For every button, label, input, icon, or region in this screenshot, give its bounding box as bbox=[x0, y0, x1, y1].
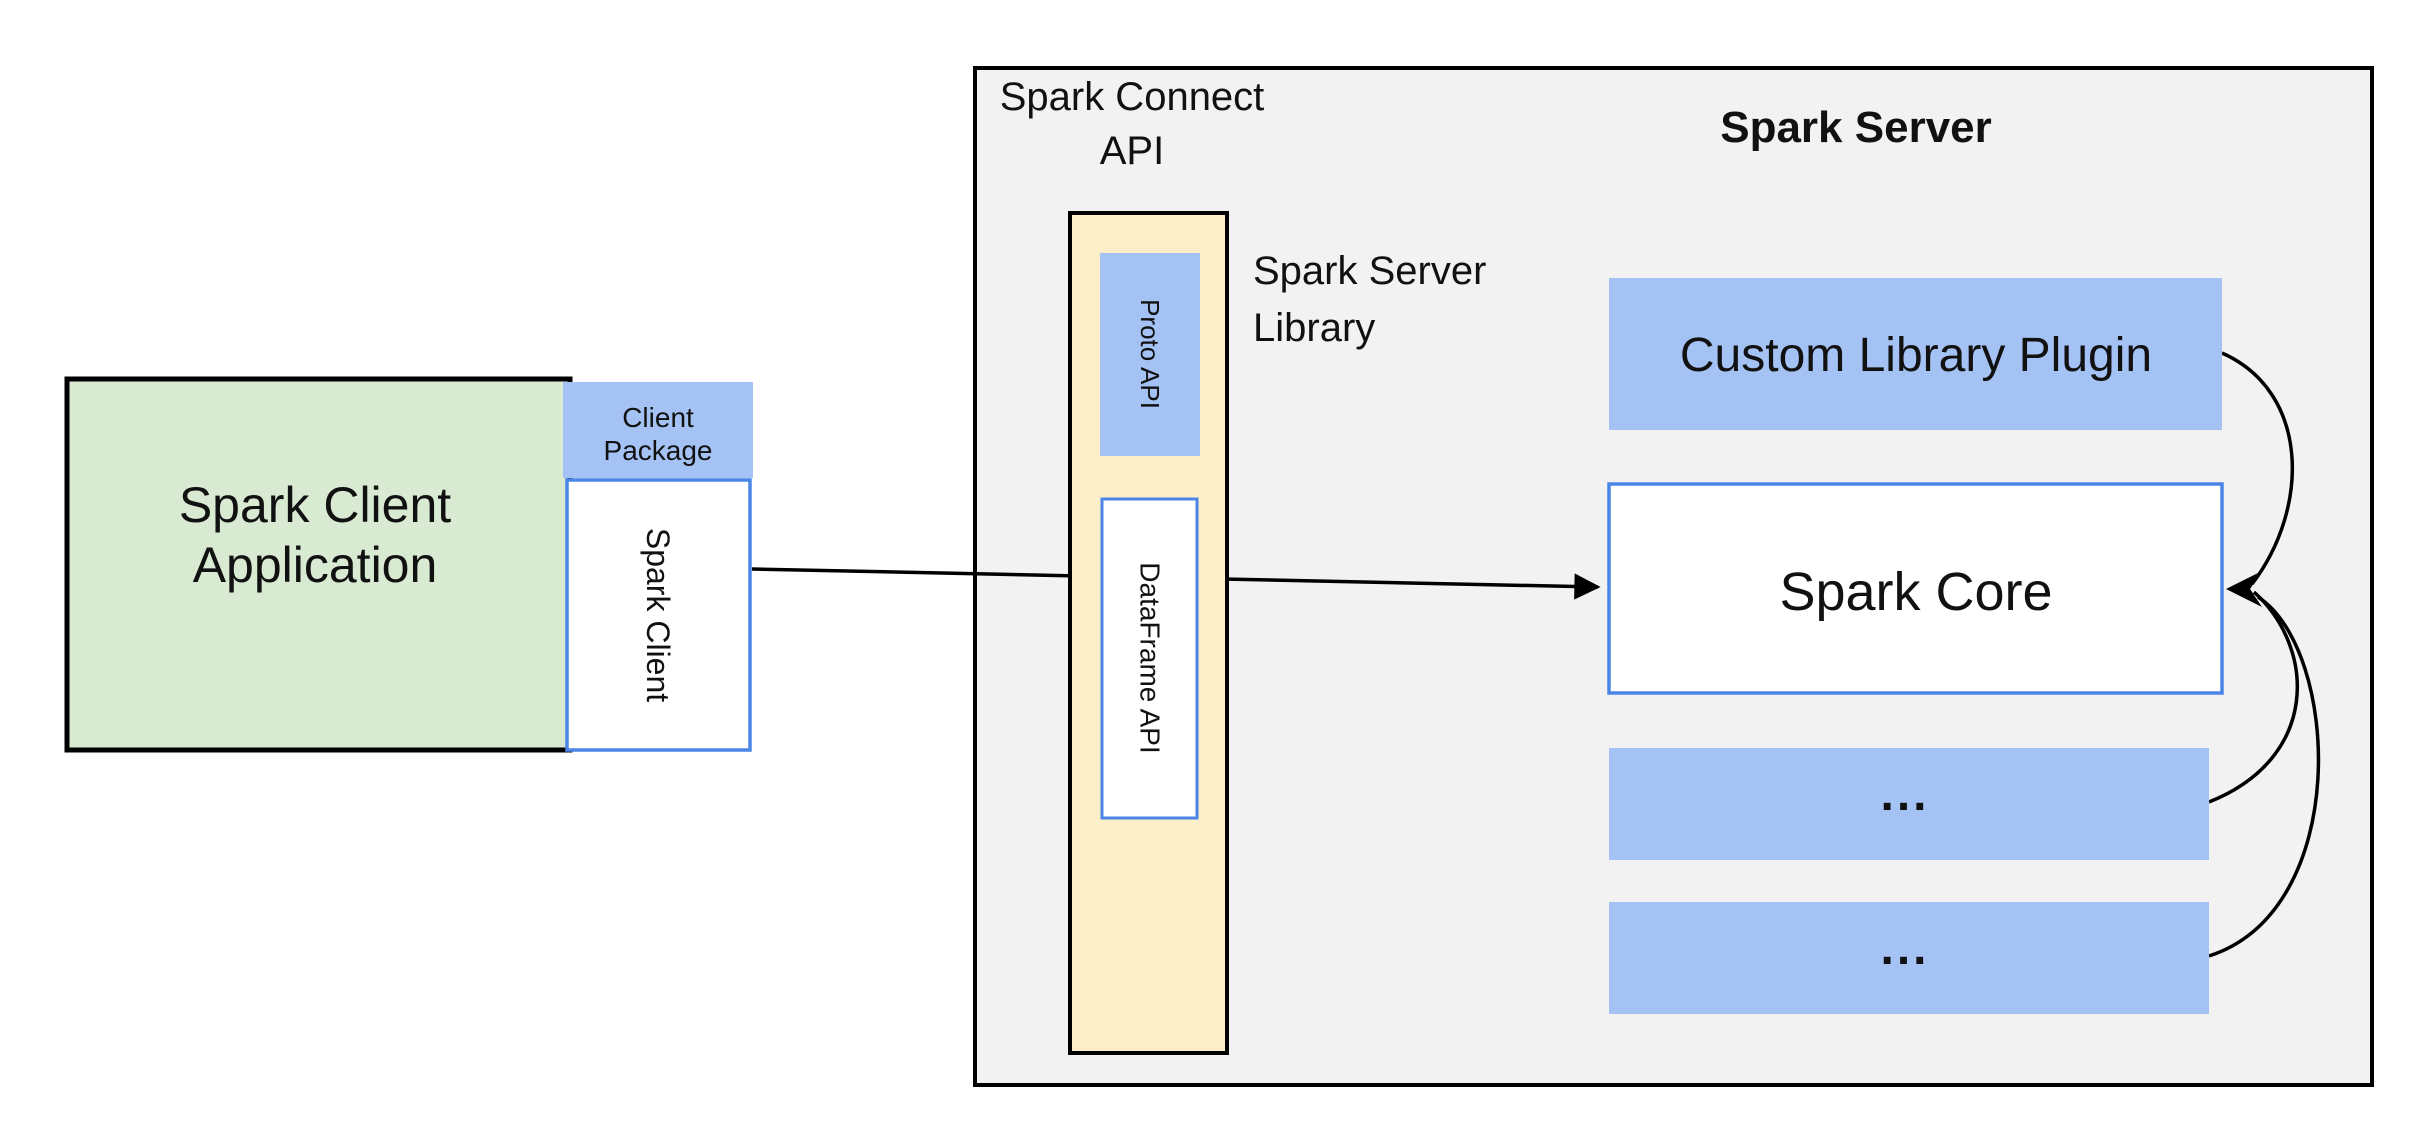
spark-client-application-label-line1: Spark Client bbox=[179, 477, 451, 533]
ellipsis-label-1: ... bbox=[1880, 768, 1929, 821]
spark-client-box bbox=[565, 478, 752, 752]
custom-library-plugin-label: Custom Library Plugin bbox=[1680, 329, 2152, 382]
custom-library-plugin-box bbox=[1609, 278, 2222, 430]
proto-api-label: Proto API bbox=[1135, 299, 1165, 409]
proto-api-box bbox=[1100, 253, 1200, 456]
ellipsis-box-1 bbox=[1609, 748, 2209, 860]
converging-arrowhead bbox=[2226, 571, 2262, 607]
spark-core-label: Spark Core bbox=[1779, 562, 2052, 622]
ellipsis-label-2: ... bbox=[1880, 922, 1929, 975]
ellipsis1-to-core-curve bbox=[2208, 590, 2300, 804]
spark-client-label: Spark Client bbox=[640, 528, 676, 702]
dataframe-api-box bbox=[1100, 497, 1199, 820]
spark-connect-api-heading-line2: API bbox=[1100, 129, 1164, 173]
spark-connect-api-heading-line1: Spark Connect bbox=[1000, 75, 1265, 119]
dataframe-api-label: DataFrame API bbox=[1135, 562, 1166, 753]
spark-client-application-label-line2: Application bbox=[193, 537, 438, 593]
spark-server-library-label-line2: Library bbox=[1253, 306, 1375, 350]
ellipsis-box-2 bbox=[1609, 902, 2209, 1014]
ellipsis2-to-core-curve bbox=[2208, 595, 2321, 958]
client-package-label-line1: Client bbox=[622, 402, 694, 433]
client-package-box bbox=[563, 382, 753, 478]
spark-core-box bbox=[1607, 482, 2224, 695]
spark-server-heading: Spark Server bbox=[1720, 103, 1992, 152]
plugin-to-core-curve bbox=[2221, 351, 2295, 586]
client-package-label-line2: Package bbox=[604, 435, 713, 466]
spark-client-application-box bbox=[64, 376, 573, 753]
spark-server-library-label-line1: Spark Server bbox=[1253, 249, 1486, 293]
